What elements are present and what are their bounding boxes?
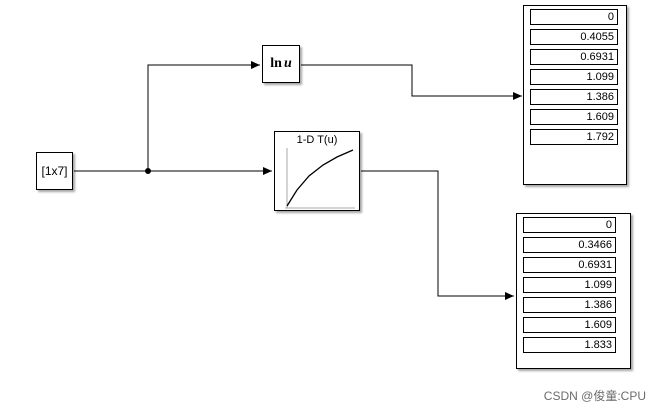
display-value-cell: 1.609 bbox=[530, 109, 618, 125]
constant-block[interactable]: [1x7] bbox=[36, 152, 73, 190]
lookup-table-block[interactable]: 1-D T(u) bbox=[274, 131, 360, 211]
lookup-title: 1-D T(u) bbox=[296, 134, 338, 146]
lookup-curve-icon bbox=[285, 148, 355, 209]
signal-lookup-to-display2 bbox=[361, 170, 514, 300]
watermark: CSDN @俊童:CPU bbox=[543, 389, 646, 403]
signal-to-ln bbox=[147, 61, 260, 171]
display-value-cell: 1.386 bbox=[530, 89, 618, 105]
ln-label: ln bbox=[270, 56, 282, 71]
display-block-1[interactable]: 0 0.4055 0.6931 1.099 1.386 1.609 1.792 bbox=[523, 5, 627, 185]
display-value-cell: 1.099 bbox=[523, 277, 616, 293]
display-value-cell: 0.3466 bbox=[523, 237, 616, 253]
display-value-cell: 0 bbox=[523, 217, 616, 233]
display-value-cell: 1.099 bbox=[530, 69, 618, 85]
display-block-2[interactable]: 0 0.3466 0.6931 1.099 1.386 1.609 1.833 bbox=[516, 213, 631, 369]
display-value-cell: 1.792 bbox=[530, 129, 618, 145]
signal-ln-to-display1 bbox=[301, 64, 522, 100]
display-value-cell: 0.6931 bbox=[530, 49, 618, 65]
constant-label: [1x7] bbox=[41, 164, 68, 178]
display-value-cell: 1.386 bbox=[523, 297, 616, 313]
display-value-cell: 0.4055 bbox=[530, 29, 618, 45]
display-value-cell: 0 bbox=[530, 9, 618, 25]
display-value-cell: 1.609 bbox=[523, 317, 616, 333]
display-value-cell: 0.6931 bbox=[523, 257, 616, 273]
display-value-cell: 1.833 bbox=[523, 337, 616, 353]
ln-var: u bbox=[283, 56, 292, 71]
branch-point bbox=[145, 168, 151, 174]
